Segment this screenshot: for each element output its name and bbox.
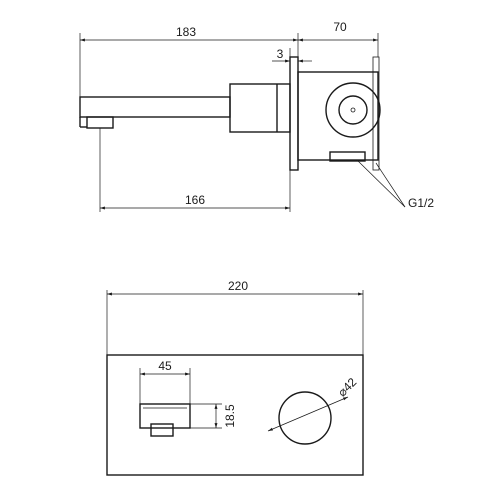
- dim-label-183: 183: [176, 25, 196, 39]
- side-extension-lines: [79, 33, 379, 212]
- dim-label-45: 45: [158, 359, 172, 373]
- valve-circles: [325, 82, 381, 138]
- diameter-leader: [267, 396, 349, 432]
- spout-front-outline: [139, 403, 191, 437]
- thread-label: G1/2: [408, 196, 434, 210]
- front-extension-lines: [106, 290, 364, 355]
- in-wall-box-side: [297, 56, 380, 171]
- spout-side-outline: [79, 96, 231, 129]
- front-plate-outline: [106, 354, 364, 476]
- inlet-fitting: [329, 151, 366, 162]
- dim-extension-18-5: [190, 403, 222, 429]
- dim-label-18-5: 18.5: [223, 404, 237, 428]
- dim-label-diameter-42: ⌀42: [335, 375, 360, 400]
- wall-plate-side: [289, 56, 299, 171]
- dim-label-70: 70: [333, 20, 347, 34]
- handle-body-side: [229, 83, 291, 133]
- side-view: 183 70 3 166 G1/2: [79, 20, 434, 212]
- dim-label-166: 166: [185, 193, 205, 207]
- thread-leaders: [356, 159, 406, 208]
- front-view: 220 45 18.5 ⌀42: [106, 279, 364, 476]
- handle-circle-front: [278, 391, 332, 445]
- dim-label-220: 220: [228, 279, 248, 293]
- dim-extension-45: [139, 368, 191, 404]
- dim-label-3: 3: [277, 47, 284, 61]
